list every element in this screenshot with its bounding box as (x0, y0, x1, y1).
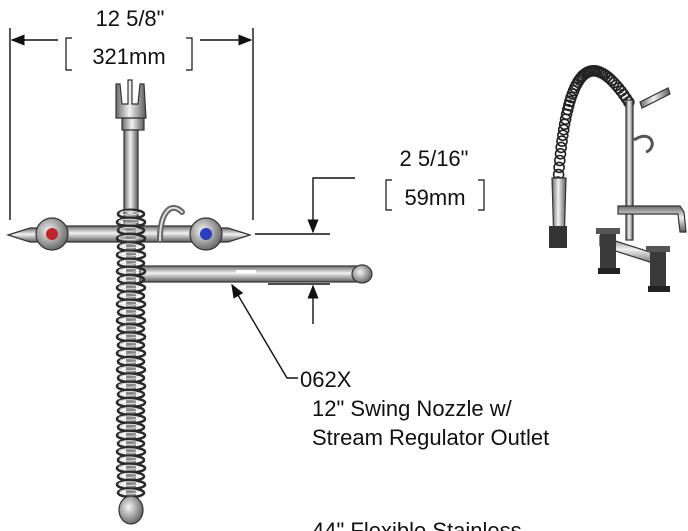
nozzle-leader-line (231, 283, 298, 379)
left-lever-handle (6, 227, 41, 243)
right-lever-handle (219, 227, 252, 243)
width-imperial-label: 12 5/8" (96, 6, 165, 31)
offset-dimension: 2 5/16" 59mm (255, 146, 485, 324)
nozzle-part-number: 062X (300, 367, 352, 392)
perspective-left-valve (600, 232, 616, 270)
perspective-spray-head (549, 226, 567, 248)
width-dimension: 12 5/8" 321mm (9, 6, 254, 220)
nozzle-callout: 062X 12" Swing Nozzle w/ Stream Regulato… (231, 283, 549, 450)
wall-bracket (115, 79, 147, 131)
nozzle-description-line2: Stream Regulator Outlet (312, 425, 549, 450)
faucet-front-view (6, 79, 373, 525)
perspective-spring-coil (553, 154, 566, 167)
offset-imperial-label: 2 5/16" (400, 146, 469, 171)
perspective-swing-nozzle (617, 205, 687, 233)
perspective-spring-coil (556, 135, 568, 147)
perspective-hook (633, 134, 654, 154)
perspective-spring-hose (552, 65, 635, 188)
offset-arrow-top (307, 177, 355, 234)
offset-metric-label: 59mm (404, 185, 465, 210)
nozzle-description-line1: 12" Swing Nozzle w/ (312, 396, 513, 421)
perspective-spring-coil (554, 148, 567, 160)
perspective-spring-coil (555, 141, 568, 154)
perspective-wall-bracket (639, 87, 671, 109)
width-metric-label: 321mm (92, 44, 165, 69)
perspective-right-valve (650, 250, 666, 288)
spray-valve-end (118, 495, 144, 525)
perspective-spring-coil (557, 123, 570, 136)
swing-nozzle (139, 264, 373, 284)
offset-bracket-left (385, 179, 392, 211)
perspective-spring-coil (553, 161, 565, 174)
offset-bracket-right (478, 179, 485, 211)
spring-hose (115, 208, 147, 499)
cold-handle-icon (200, 228, 212, 240)
faucet-perspective-view (549, 65, 687, 292)
hose-description-line1: 44" Flexible Stainless (312, 518, 522, 531)
width-bracket-right (186, 37, 193, 71)
hot-handle-icon (46, 228, 58, 240)
width-bracket-left (65, 37, 72, 71)
perspective-spring-coil (561, 103, 574, 116)
perspective-spring-coil (556, 129, 569, 142)
perspective-riser (625, 99, 634, 241)
